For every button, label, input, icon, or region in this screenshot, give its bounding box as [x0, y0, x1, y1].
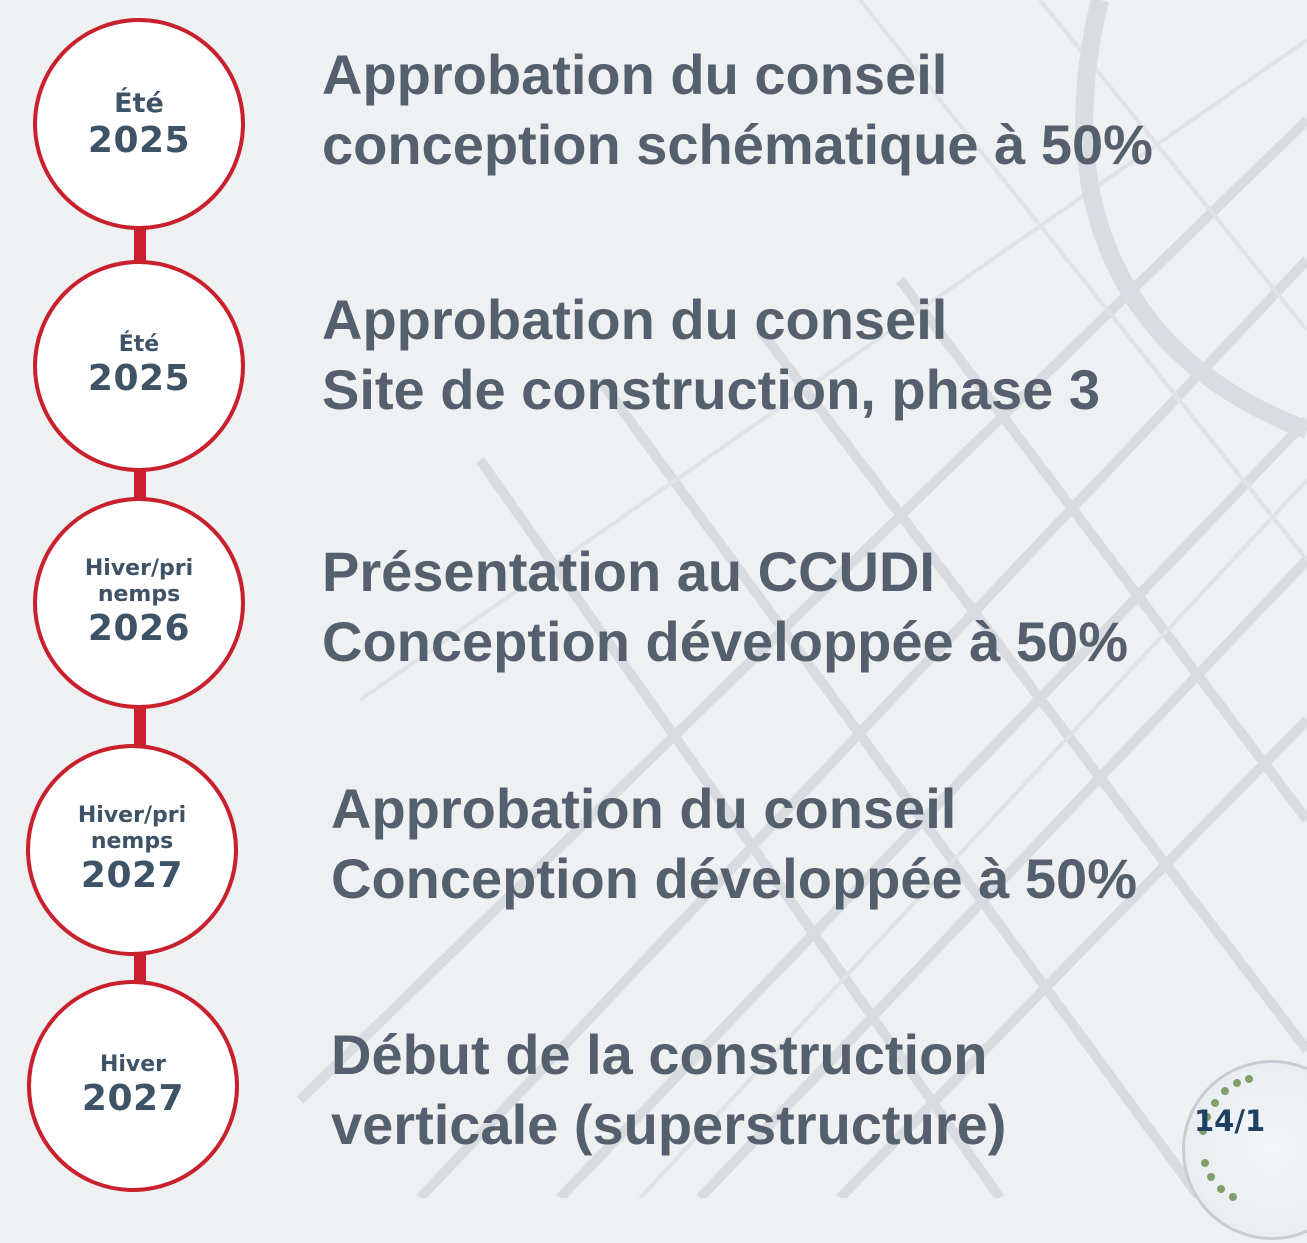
circle-season: Été [118, 332, 160, 357]
circle-season: Été [114, 87, 164, 119]
milestone-text: Approbation du conseil conception schéma… [322, 40, 1153, 180]
timeline-date-circle: Hiver/pri nemps 2027 [26, 744, 238, 956]
timeline-date-circle: Été 2025 [33, 18, 245, 230]
page-number: 14/1 [1194, 1104, 1266, 1138]
milestone-text: Approbation du conseil Conception dévelo… [331, 774, 1137, 914]
timeline-date-circle: Hiver/pri nemps 2026 [33, 497, 245, 709]
timeline-connector [134, 708, 146, 748]
circle-season: Hiver/pri nemps [77, 803, 187, 854]
circle-year: 2026 [87, 608, 191, 649]
milestone-line-1: Présentation au CCUDI [322, 540, 935, 603]
leaf-ring-icon [1199, 1075, 1253, 1201]
page-badge [1182, 1060, 1307, 1240]
milestone-line-1: Approbation du conseil [331, 777, 957, 840]
milestone-text: Début de la construction verticale (supe… [331, 1020, 1006, 1160]
milestone-line-2: verticale (superstructure) [331, 1093, 1007, 1156]
timeline-connector [134, 470, 146, 500]
map-background [296, 0, 1307, 1198]
circle-year: 2025 [87, 358, 191, 399]
milestone-line-1: Approbation du conseil [322, 43, 948, 106]
circle-year: 2027 [80, 855, 184, 896]
milestone-line-2: conception schématique à 50% [322, 113, 1153, 176]
milestone-text: Approbation du conseil Site de construct… [322, 285, 1100, 425]
milestone-line-2: Site de construction, phase 3 [322, 358, 1100, 421]
milestone-line-2: Conception développée à 50% [331, 847, 1137, 910]
milestone-line-1: Approbation du conseil [322, 288, 948, 351]
milestone-line-2: Conception développée à 50% [322, 610, 1128, 673]
milestone-text: Présentation au CCUDI Conception dévelop… [322, 537, 1128, 677]
circle-season: Hiver [99, 1052, 167, 1077]
circle-year: 2027 [81, 1078, 185, 1119]
circle-season: Hiver/pri nemps [84, 556, 194, 607]
timeline-date-circle: Hiver 2027 [27, 980, 239, 1192]
milestone-line-1: Début de la construction [331, 1023, 988, 1086]
timeline-date-circle: Été 2025 [33, 260, 245, 472]
circle-year: 2025 [87, 119, 191, 161]
timeline-connector [134, 225, 146, 265]
